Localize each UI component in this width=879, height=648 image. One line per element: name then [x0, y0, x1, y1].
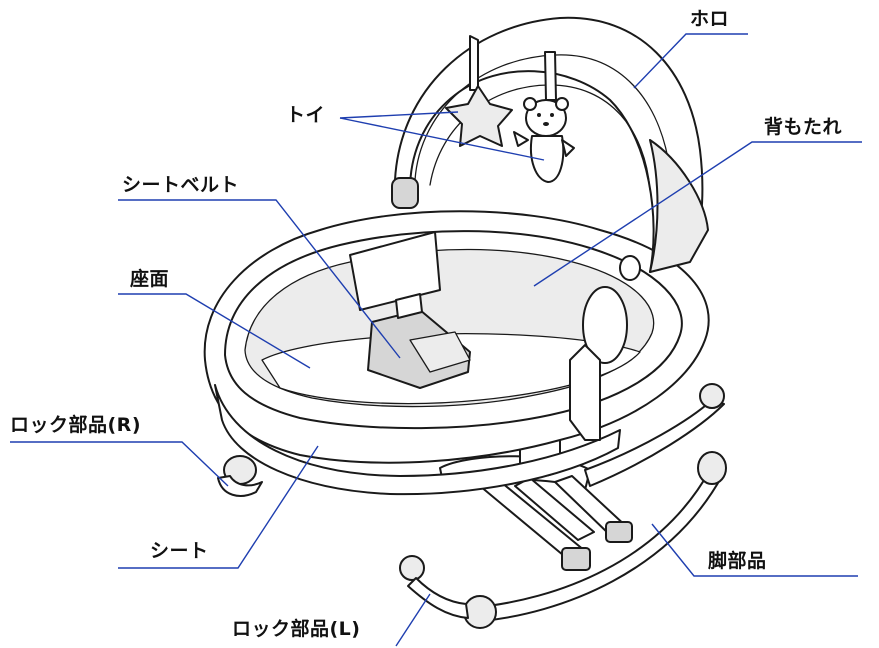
label-hood: ホロ — [690, 8, 730, 30]
toy-bear — [513, 97, 575, 183]
label-leg: 脚部品 — [708, 550, 767, 572]
lead-hood — [633, 33, 748, 89]
rocker-knob-left-end — [399, 555, 425, 581]
label-lock-r: ロック部品(R) — [10, 414, 141, 436]
lead-toy-2 — [339, 117, 545, 161]
belt-buckle — [395, 293, 423, 319]
hood-hinge-right — [619, 255, 641, 281]
belt-pad — [409, 331, 471, 373]
lead-seat-belt — [118, 199, 401, 359]
foot-pad-1 — [561, 547, 591, 571]
toy-star — [445, 85, 513, 147]
toy-strap-1 — [469, 35, 479, 91]
lead-seat — [118, 445, 319, 569]
toy-set — [445, 35, 575, 183]
side-hub-arm — [569, 344, 601, 441]
lead-toy-1 — [339, 111, 459, 119]
leg-frame — [217, 383, 727, 629]
leader-lines — [10, 33, 862, 647]
shell-lower — [214, 384, 621, 496]
label-backrest: 背もたれ — [764, 116, 843, 138]
rocker-rear — [584, 399, 725, 487]
foot-pad-2 — [605, 521, 633, 543]
lead-leg — [651, 523, 858, 577]
label-seat-surface: 座面 — [130, 268, 170, 290]
backrest-panel — [349, 231, 441, 311]
lead-backrest — [533, 141, 862, 287]
label-toy: トイ — [286, 104, 326, 126]
seat-belt — [367, 293, 471, 389]
label-seat: シート — [150, 540, 209, 562]
lock-r-arm — [217, 475, 263, 497]
label-lock-l: ロック部品(L) — [232, 618, 361, 640]
side-hub — [582, 286, 628, 364]
hood-hinge-left — [391, 177, 419, 209]
toy-strap-2 — [544, 51, 557, 101]
rocker-knob-left — [463, 595, 497, 629]
lead-lock-r — [10, 441, 229, 487]
label-seat-belt: シートベルト — [122, 174, 240, 196]
lock-l-arm — [407, 577, 469, 619]
hood-side-right — [649, 139, 709, 273]
lead-lock-l — [395, 593, 431, 647]
rocker-knob-right-mid — [697, 451, 727, 485]
lead-seat-surface — [118, 293, 311, 369]
rocker-knob-right-top — [699, 383, 725, 409]
